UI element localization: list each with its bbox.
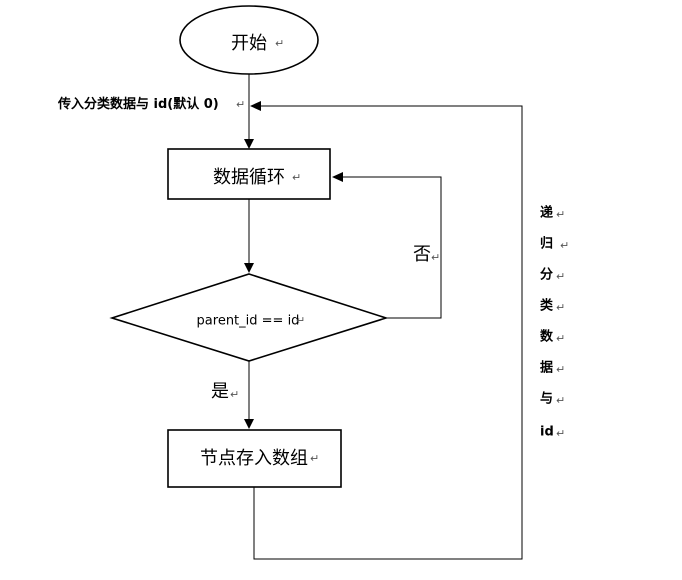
condition-mark: ↵ <box>296 314 305 327</box>
recursion-mark: ↵ <box>556 208 565 221</box>
recursion-mark: ↵ <box>556 427 565 440</box>
loop-label: 数据循环 <box>213 167 285 188</box>
no-label: 否 <box>413 244 431 265</box>
store-label: 节点存入数组 <box>200 448 308 469</box>
recursion-mark: ↵ <box>556 301 565 314</box>
recursion-char: 归 <box>540 236 553 252</box>
recursion-char: 据 <box>540 360 553 376</box>
loop-mark: ↵ <box>292 171 301 184</box>
recursion-char: 数 <box>540 329 554 345</box>
recursion-mark: ↵ <box>556 332 565 345</box>
recursion-label: 递 ↵ 归 ↵ 分 ↵ 类 ↵ 数 ↵ 据 ↵ 与 ↵ id ↵ <box>540 205 569 441</box>
recursion-char: 递 <box>540 205 553 221</box>
arrowhead-start-to-loop <box>244 139 254 149</box>
recursion-mark: ↵ <box>556 363 565 376</box>
start-mark: ↵ <box>275 37 284 50</box>
arrowhead-condition-to-store <box>244 419 254 429</box>
input-mark: ↵ <box>236 98 245 111</box>
recursion-mark: ↵ <box>556 270 565 283</box>
yes-mark: ↵ <box>230 388 239 401</box>
condition-label: parent_id == id <box>197 314 300 329</box>
start-label: 开始 <box>231 33 267 54</box>
input-label: 传入分类数据与 id(默认 0) <box>57 96 219 112</box>
yes-label: 是 <box>211 381 229 402</box>
loop-node <box>167 148 331 200</box>
recursion-mark: ↵ <box>556 394 565 407</box>
recursion-mark: ↵ <box>560 239 569 252</box>
arrowhead-loop-to-condition <box>244 263 254 273</box>
arrow-no-loopback <box>342 176 442 319</box>
recursion-char: 类 <box>540 298 554 314</box>
arrow-recursion <box>253 105 523 560</box>
recursion-char: 与 <box>540 392 553 407</box>
no-mark: ↵ <box>431 251 440 264</box>
recursion-char: 分 <box>540 267 553 283</box>
recursion-char: id <box>540 425 554 440</box>
store-mark: ↵ <box>310 452 319 465</box>
arrowhead-recursion <box>250 101 261 111</box>
arrowhead-no-loopback <box>332 172 343 182</box>
